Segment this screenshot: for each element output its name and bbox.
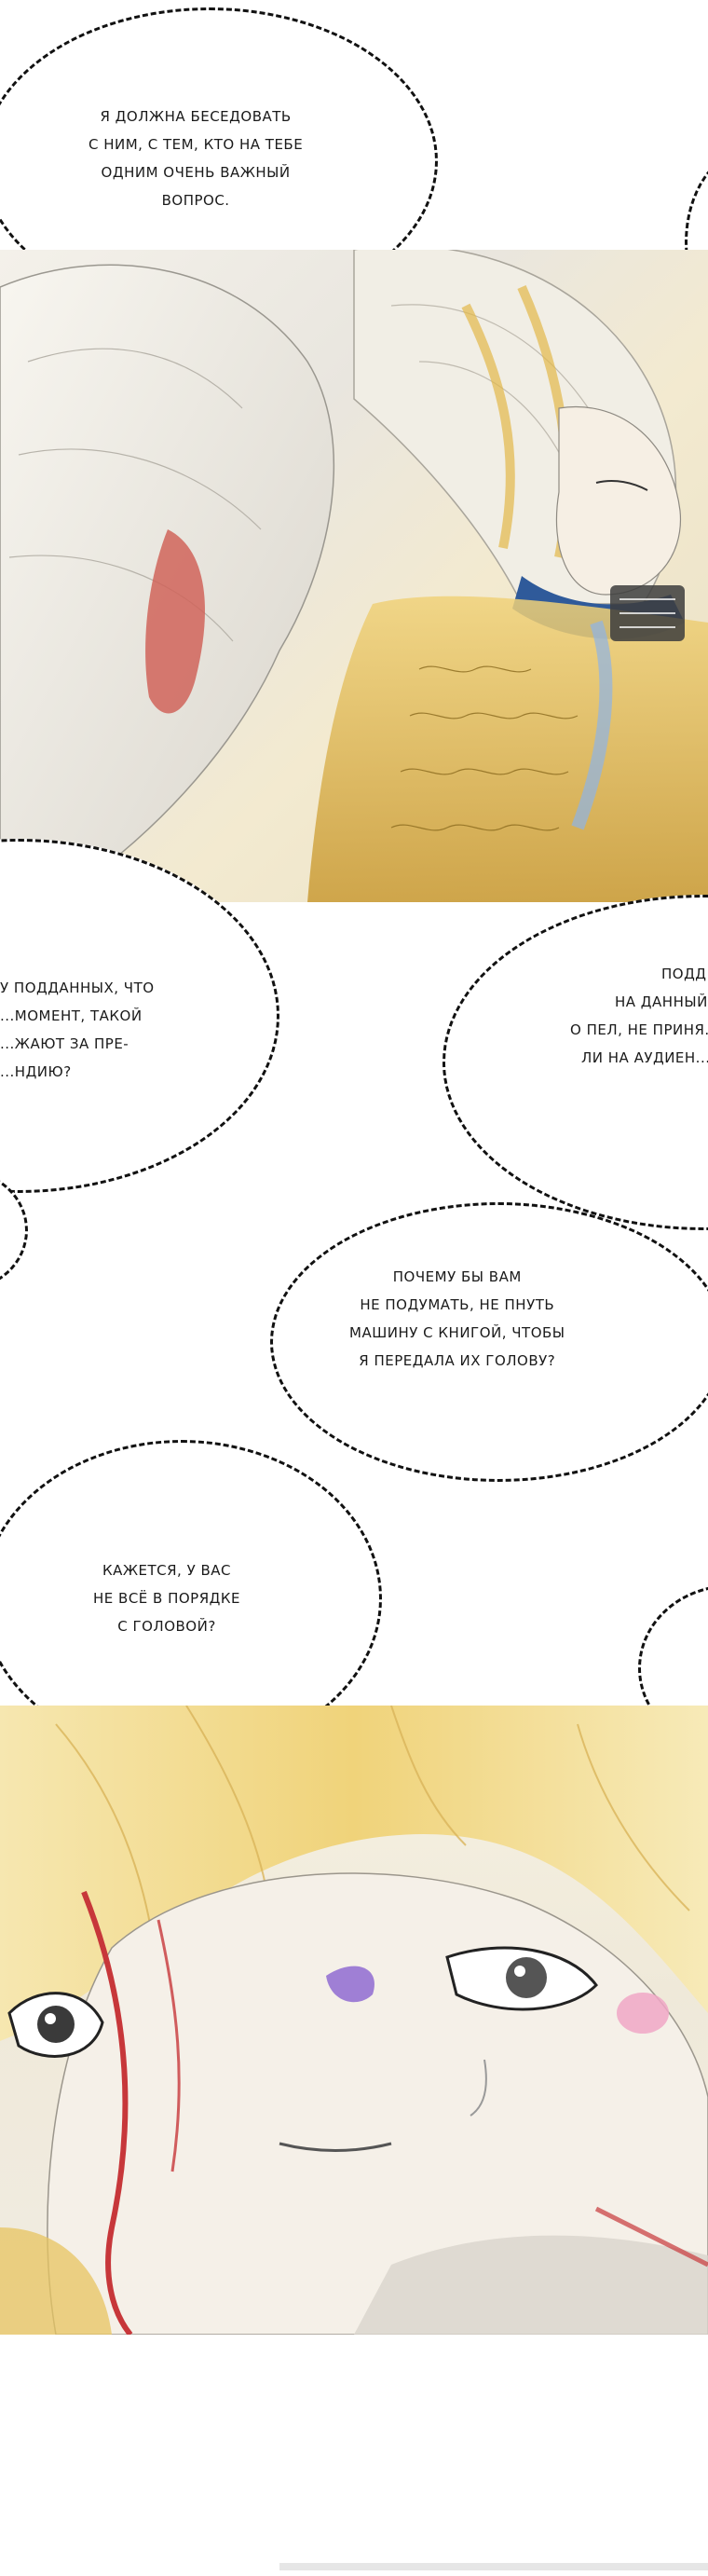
panel-2-illustration (0, 1706, 708, 2335)
red-cord (81, 1890, 133, 2335)
right-figure-face (555, 406, 682, 596)
red-ribbon (145, 529, 205, 714)
bubble-line: Я должна беседовать (100, 108, 292, 125)
bubble-line: о пел, не приня... (570, 1021, 708, 1038)
bubble-line: Кажется, у вас (102, 1562, 232, 1579)
bubble-line: Подд... (661, 966, 708, 982)
blonde-hair (0, 1706, 708, 2041)
gold-embroidered-coat (307, 596, 708, 902)
bubble-line: на данный... (615, 993, 708, 1010)
speech-bubble-3-text: Подд... на данный... о пел, не приня... … (570, 960, 708, 1072)
bubble-line: с головой? (117, 1618, 216, 1635)
bubble-line: ...жают за пре- (0, 1035, 129, 1052)
bubble-line: ...момент, такой (0, 1007, 143, 1024)
speech-bubble-5-text: Кажется, у вас не всё в порядке с голово… (93, 1556, 240, 1640)
speech-bubble-1-text: Я должна беседовать с ним, с тем, кто на… (88, 103, 303, 214)
speech-bubble-5 (0, 1440, 382, 1757)
panel-2-artwork (0, 1706, 708, 2335)
bubble-line: ...ндию? (0, 1063, 72, 1080)
bottom-divider (279, 2563, 708, 2570)
bubble-line: машину с книгой, чтобы (349, 1324, 565, 1341)
panel-1-illustration (0, 250, 708, 902)
left-eye (7, 1992, 104, 2058)
right-eye (445, 1946, 598, 2011)
bubble-line: ли на аудиен... (581, 1049, 708, 1066)
bubble-line: с ним, с тем, кто на тебе (88, 136, 304, 153)
bubble-line: я передала их голову? (359, 1352, 556, 1369)
speech-bubble-4-text: Почему бы вам не подумать, не пнуть маши… (349, 1263, 565, 1375)
bubble-line: одним очень важный (101, 164, 291, 181)
bubble-line: вопрос. (161, 192, 230, 209)
speech-bubble-4 (270, 1202, 708, 1482)
mouth (279, 2142, 392, 2152)
panel-1-artwork (0, 250, 708, 902)
bubble-line: не всё в порядке (93, 1590, 240, 1607)
speech-bubble-2-text: у подданных, что ...момент, такой ...жаю… (0, 974, 155, 1086)
bubble-line: Почему бы вам (392, 1268, 522, 1285)
bubble-line: не подумать, не пнуть (360, 1296, 555, 1313)
bubble-line: у подданных, что (0, 980, 155, 996)
